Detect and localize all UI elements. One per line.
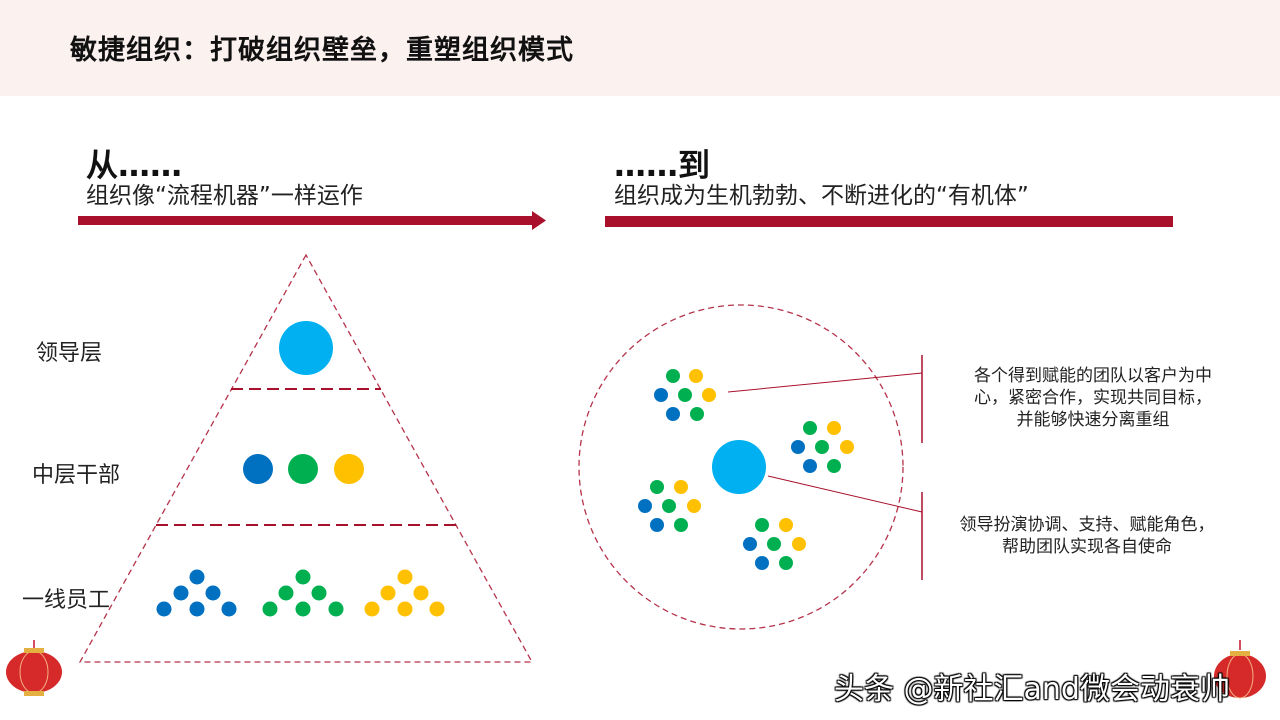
frontline-group-green	[262, 569, 344, 617]
callout-line-text: 领导扮演协调、支持、赋能角色，	[959, 515, 1215, 535]
team-cluster	[638, 480, 701, 532]
page-title: 敏捷组织：打破组织壁垒，重塑组织模式	[70, 35, 574, 66]
manager-dot	[243, 454, 273, 484]
team-cluster	[743, 518, 806, 570]
callout-line	[767, 475, 923, 513]
organism-leader-circle	[712, 440, 766, 494]
organism-outline	[578, 304, 904, 630]
layer-label-middle: 中层干部	[32, 463, 121, 488]
to-heading: ……到	[614, 146, 711, 184]
callout-line	[727, 372, 923, 393]
header-bar: 敏捷组织：打破组织壁垒，重塑组织模式	[0, 0, 1280, 96]
callout-line-text: 各个得到赋能的团队以客户为中	[974, 366, 1212, 386]
callout-line-text: 心，紧密合作，实现共同目标，	[974, 388, 1212, 408]
from-heading: 从……	[86, 146, 183, 184]
pyramid-outline	[78, 253, 534, 663]
to-bar	[605, 216, 1173, 227]
from-arrow	[78, 211, 546, 230]
callout-line-text: 帮助团队实现各自使命	[1002, 537, 1172, 557]
team-cluster	[791, 421, 854, 473]
from-description: 组织像“流程机器”一样运作	[86, 183, 363, 209]
lantern-icon	[6, 640, 62, 696]
to-description: 组织成为生机勃勃、不断进化的“有机体”	[614, 183, 1029, 209]
leader-circle	[279, 321, 333, 375]
callout-leaders: 领导扮演协调、支持、赋能角色， 帮助团队实现各自使命	[946, 514, 1228, 558]
callout-teams: 各个得到赋能的团队以客户为中 心，紧密合作，实现共同目标， 并能够快速分离重组	[952, 365, 1234, 431]
manager-dot	[334, 454, 364, 484]
manager-dot	[288, 454, 318, 484]
frontline-group-blue	[156, 569, 237, 617]
callout-line-text: 并能够快速分离重组	[1016, 410, 1170, 430]
frontline-group-yellow	[364, 569, 445, 617]
lantern-icon	[1214, 640, 1266, 699]
layer-label-leadership: 领导层	[36, 341, 103, 366]
middle-managers	[243, 454, 364, 484]
watermark: 头条 @新社汇and微会动衰帅	[834, 672, 1230, 707]
team-cluster	[654, 369, 716, 421]
layer-label-frontline: 一线员工	[22, 588, 111, 613]
